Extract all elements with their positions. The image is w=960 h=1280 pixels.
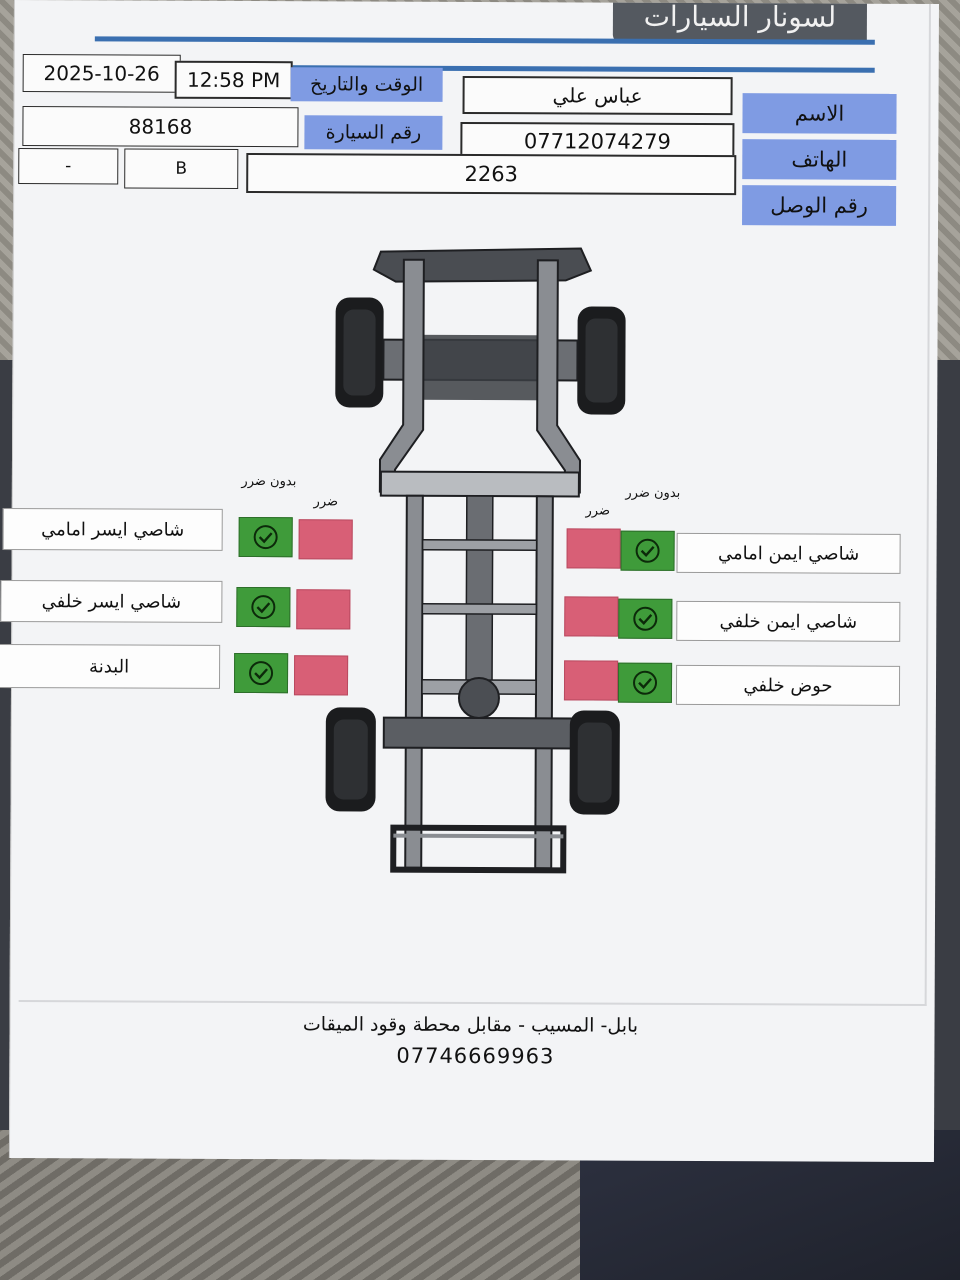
datetime-label-text: الوقت والتاريخ [310, 73, 424, 96]
inspection-right-1-damage[interactable] [564, 596, 619, 637]
footer-address-text: بابل- المسيب - مقابل محطة وقود الميقات [302, 1013, 639, 1037]
name-value: عباس علي [552, 83, 643, 108]
inspection-left-1-no-damage[interactable] [236, 586, 291, 628]
name-label: الاسم [742, 93, 897, 134]
right-damage-header: ضرر [573, 503, 623, 519]
datetime-label: الوقت والتاريخ [290, 67, 443, 102]
left-damage-header-text: ضرر [313, 494, 339, 510]
right-no-damage-header: بدون ضرر [623, 485, 683, 501]
inspection-right-2-damage[interactable] [563, 660, 619, 701]
check-circle-icon [251, 595, 276, 620]
left-no-damage-header: بدون ضرر [239, 473, 299, 490]
car-number-value: 88168 [128, 114, 193, 139]
inspection-left-2-label-text: البدنة [89, 655, 130, 678]
chassis-diagram [325, 247, 626, 874]
time-field: 12:58 PM [174, 60, 293, 100]
inspection-right-1-no-damage[interactable] [618, 598, 673, 639]
inspection-sheet: لسونار السيارات 2025-10-26 12:58 PM الوق… [0, 0, 939, 1163]
inspection-left-0-label: شاصي ايسر امامي [2, 507, 223, 551]
check-circle-icon [633, 670, 658, 695]
left-no-damage-header-text: بدون ضرر [241, 473, 297, 490]
inspection-left-1-label: شاصي ايسر خلفي [0, 579, 223, 623]
plate-extra-value: - [65, 156, 72, 177]
inspection-right-0-damage[interactable] [566, 528, 621, 569]
inspection-right-2-no-damage[interactable] [617, 662, 673, 703]
plate-letter-value: B [175, 158, 188, 179]
car-number-field: 88168 [22, 106, 299, 148]
check-circle-icon [249, 661, 274, 686]
plate-extra-field: - [18, 148, 119, 185]
right-damage-header-text: ضرر [585, 503, 611, 519]
right-no-damage-header-text: بدون ضرر [625, 485, 681, 501]
inspection-right-0-no-damage[interactable] [620, 530, 675, 571]
inspection-right-2-label: حوض خلفي [675, 664, 901, 706]
receipt-label: رقم الوصل [742, 185, 897, 226]
date-field: 2025-10-26 [22, 54, 181, 93]
brand-header: لسونار السيارات [612, 2, 867, 44]
date-value: 2025-10-26 [43, 61, 160, 86]
inspection-right-1-label: شاصي ايمن خلفي [676, 600, 901, 642]
inspection-left-1-damage[interactable] [296, 589, 351, 630]
footer-phone-text: 07746669963 [396, 1043, 555, 1069]
check-circle-icon [253, 525, 278, 550]
inspection-left-2-damage[interactable] [293, 655, 349, 696]
check-circle-icon [635, 538, 660, 563]
inspection-right-0-label-text: شاصي ايمن امامي [717, 542, 860, 565]
inspection-left-0-label-text: شاصي ايسر امامي [41, 518, 185, 541]
brand-name: لسونار السيارات [643, 2, 837, 34]
left-damage-header: ضرر [301, 494, 351, 510]
inspection-left-2-label: البدنة [0, 643, 221, 689]
car-number-label: رقم السيارة [304, 115, 443, 150]
footer-address: بابل- المسيب - مقابل محطة وقود الميقات [250, 1013, 690, 1037]
car-number-label-text: رقم السيارة [325, 121, 422, 144]
plate-letter-field: B [124, 148, 239, 189]
receipt-value: 2263 [464, 161, 519, 187]
inspection-left-1-label-text: شاصي ايسر خلفي [41, 590, 182, 613]
inspection-left-2-no-damage[interactable] [233, 652, 289, 694]
phone-label-text: الهاتف [791, 147, 848, 172]
name-field: عباس علي [462, 75, 733, 116]
inspection-right-1-label-text: شاصي ايمن خلفي [719, 610, 858, 633]
phone-label: الهاتف [742, 139, 897, 180]
footer-phone: 07746669963 [310, 1043, 640, 1069]
receipt-label-text: رقم الوصل [770, 193, 868, 218]
phone-value: 07712074279 [523, 129, 671, 154]
inspection-left-0-no-damage[interactable] [238, 516, 293, 558]
inspection-right-2-label-text: حوض خلفي [743, 674, 833, 697]
check-circle-icon [633, 606, 658, 631]
inspection-right-0-label: شاصي ايمن امامي [676, 532, 901, 574]
inspection-left-0-damage[interactable] [298, 519, 353, 560]
time-value: 12:58 PM [186, 67, 281, 93]
name-label-text: الاسم [794, 101, 845, 126]
receipt-field: 2263 [246, 153, 737, 196]
